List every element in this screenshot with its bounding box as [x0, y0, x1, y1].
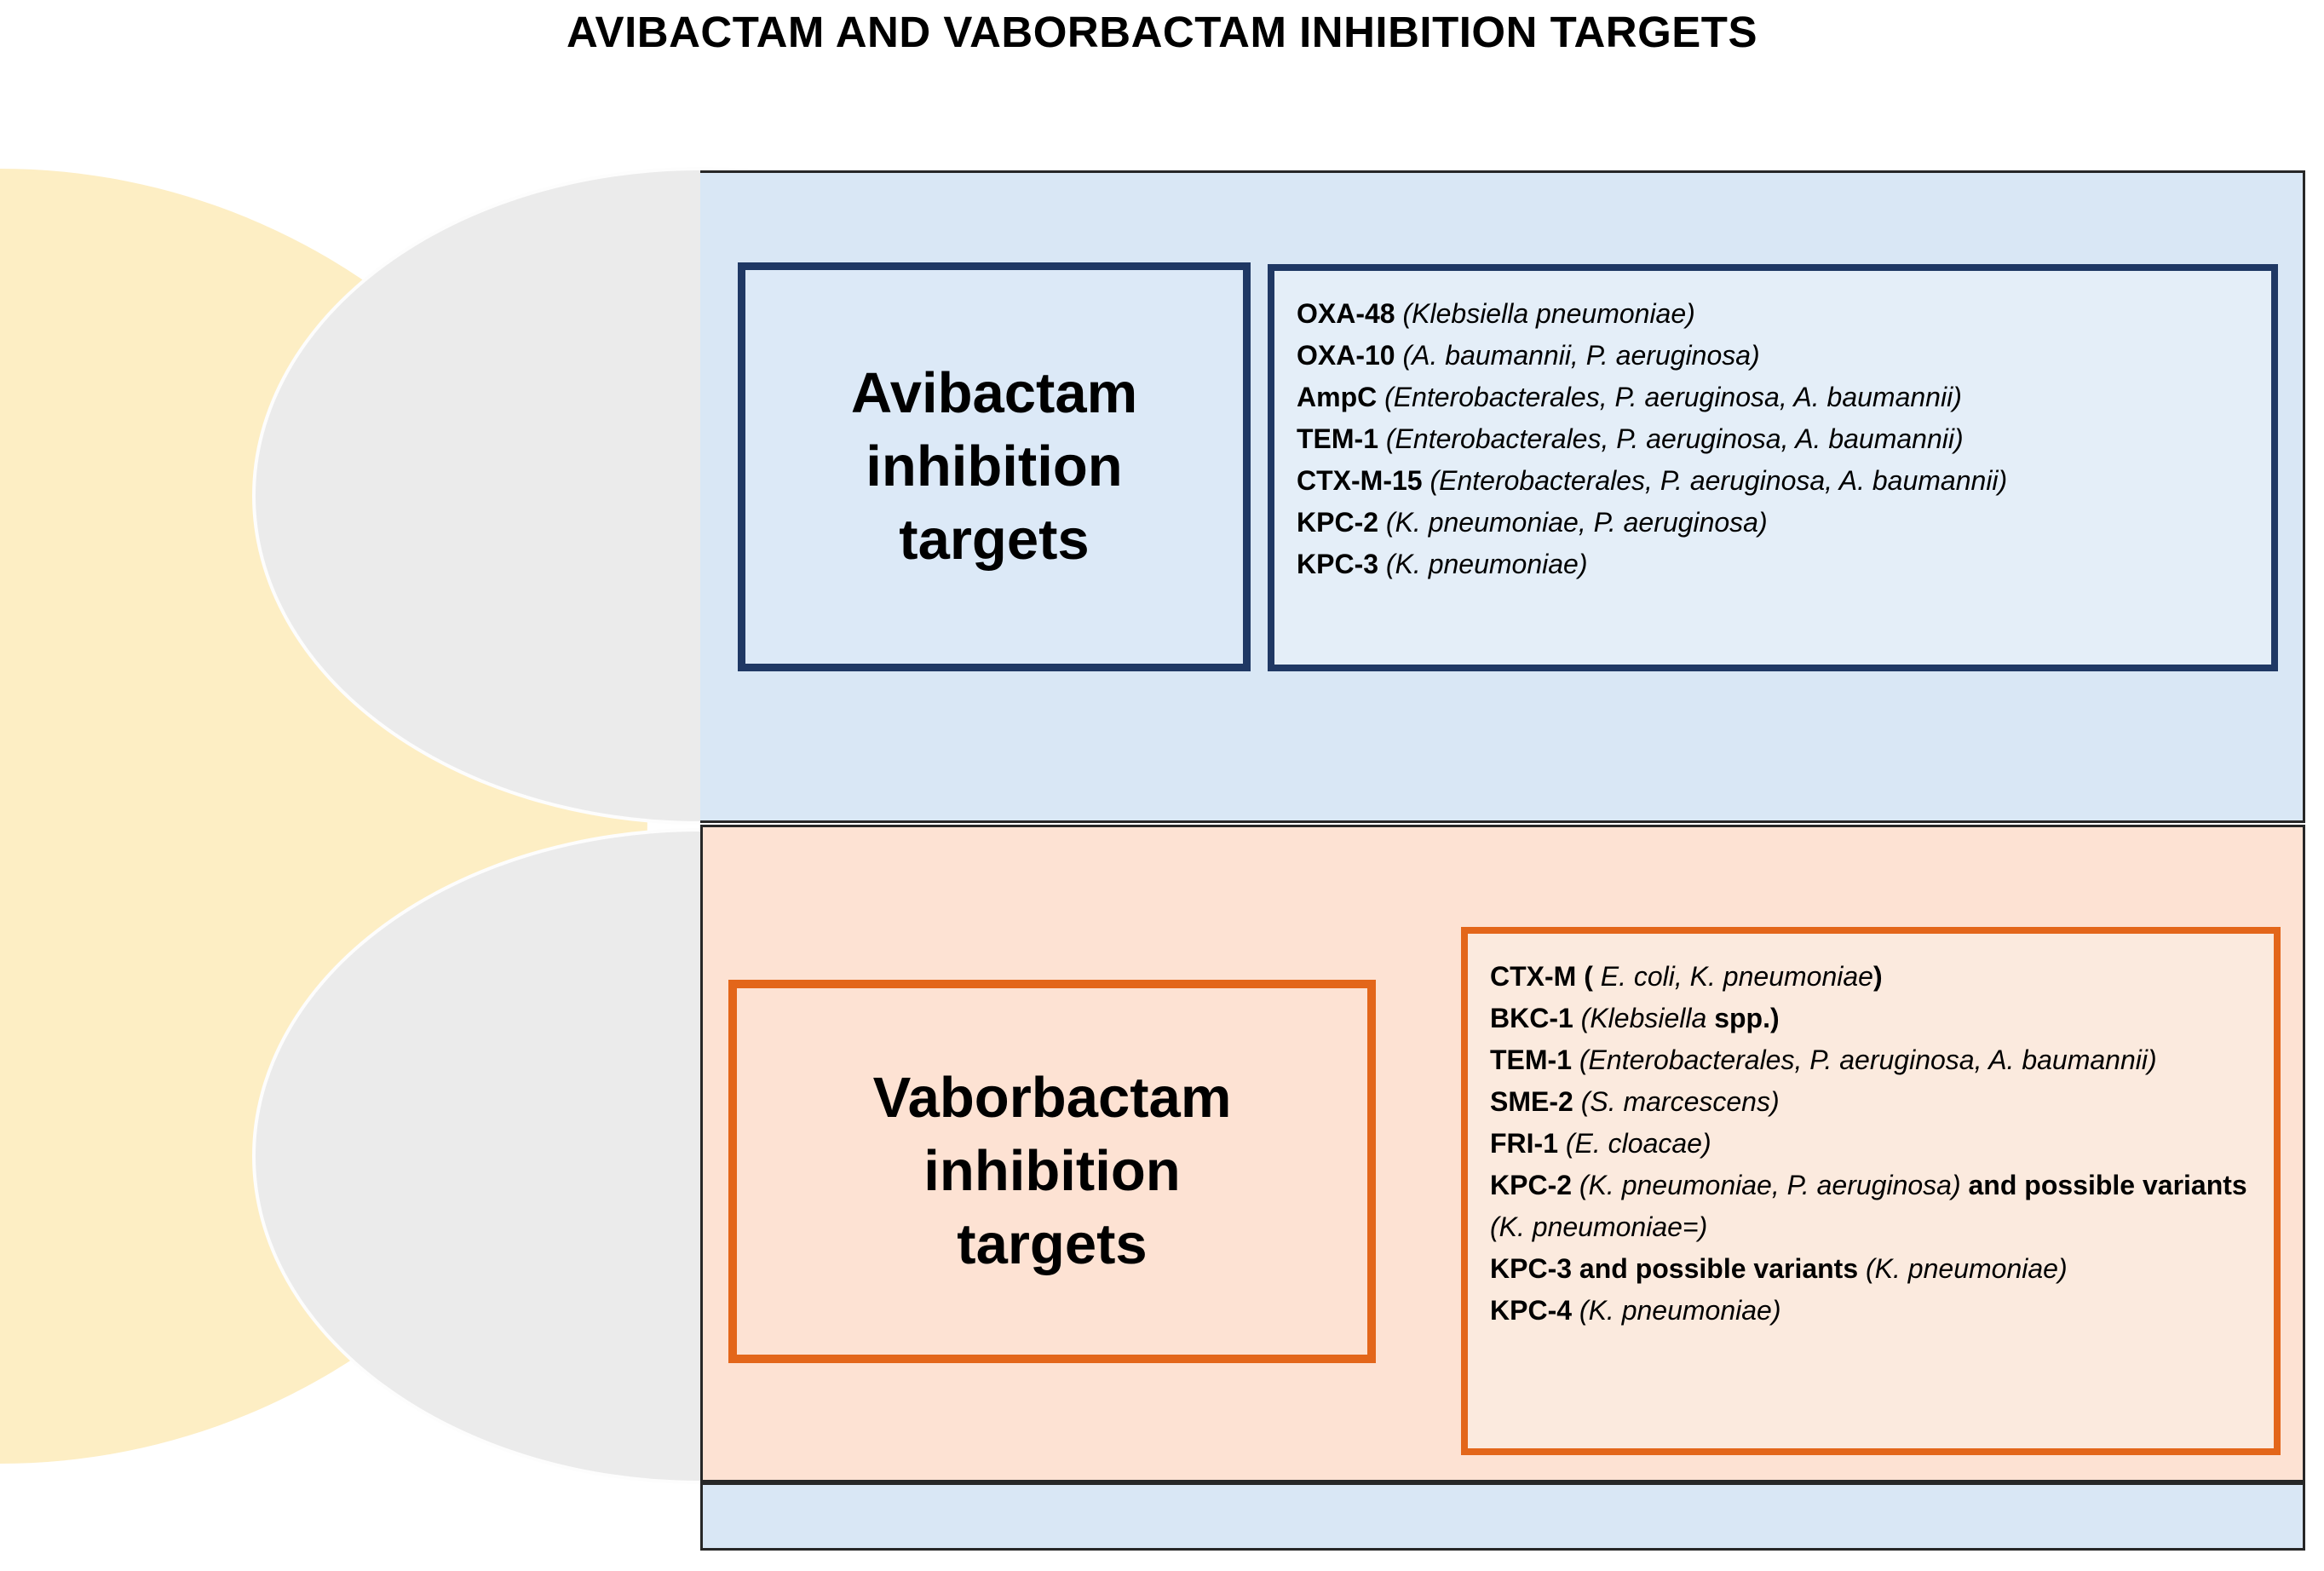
avibactam-target-item: KPC-2 (K. pneumoniae, P. aeruginosa) [1297, 507, 1768, 538]
vaborbactam-target-item: FRI-1 (E. cloacae) [1490, 1128, 1711, 1159]
vaborbactam-target-item: CTX-M ( E. coli, K. pneumoniae) [1490, 961, 1883, 992]
vaborbactam-label-line-2: inhibition [923, 1139, 1181, 1204]
avibactam-label-box: Avibactam inhibition targets [738, 262, 1251, 671]
avibactam-target-item: OXA-10 (A. baumannii, P. aeruginosa) [1297, 340, 1760, 371]
avibactam-target-item: AmpC (Enterobacterales, P. aeruginosa, A… [1297, 382, 1962, 412]
avibactam-target-item: CTX-M-15 (Enterobacterales, P. aeruginos… [1297, 465, 2008, 496]
avibactam-target-list: OXA-48 (Klebsiella pneumoniae) OXA-10 (A.… [1268, 264, 2278, 671]
bottom-blue-strip [700, 1482, 2305, 1551]
avibactam-label-line-3: targets [899, 507, 1090, 572]
vaborbactam-target-item: KPC-4 (K. pneumoniae) [1490, 1295, 1781, 1326]
vaborbactam-label-box: Vaborbactam inhibition targets [728, 980, 1376, 1363]
avibactam-label-line-2: inhibition [866, 434, 1123, 499]
vaborbactam-label-line-3: targets [957, 1211, 1148, 1276]
avibactam-target-item: OXA-48 (Klebsiella pneumoniae) [1297, 298, 1695, 329]
vaborbactam-target-item: TEM-1 (Enterobacterales, P. aeruginosa, … [1490, 1044, 2157, 1075]
vaborbactam-label-line-1: Vaborbactam [872, 1066, 1232, 1131]
vaborbactam-target-item: SME-2 (S. marcescens) [1490, 1086, 1780, 1117]
avibactam-target-item: KPC-3 (K. pneumoniae) [1297, 549, 1588, 579]
page-title: AVIBACTAM AND VABORBACTAM INHIBITION TAR… [567, 8, 1757, 56]
vaborbactam-target-item: KPC-2 (K. pneumoniae, P. aeruginosa) and… [1490, 1170, 2247, 1242]
vaborbactam-target-item: KPC-3 and possible variants (K. pneumoni… [1490, 1253, 2068, 1284]
vaborbactam-target-item: BKC-1 (Klebsiella spp.) [1490, 1003, 1780, 1033]
vaborbactam-target-list: CTX-M ( E. coli, K. pneumoniae) BKC-1 (Kl… [1461, 927, 2281, 1455]
avibactam-label-line-1: Avibactam [850, 361, 1138, 426]
avibactam-target-item: TEM-1 (Enterobacterales, P. aeruginosa, … [1297, 423, 1964, 454]
